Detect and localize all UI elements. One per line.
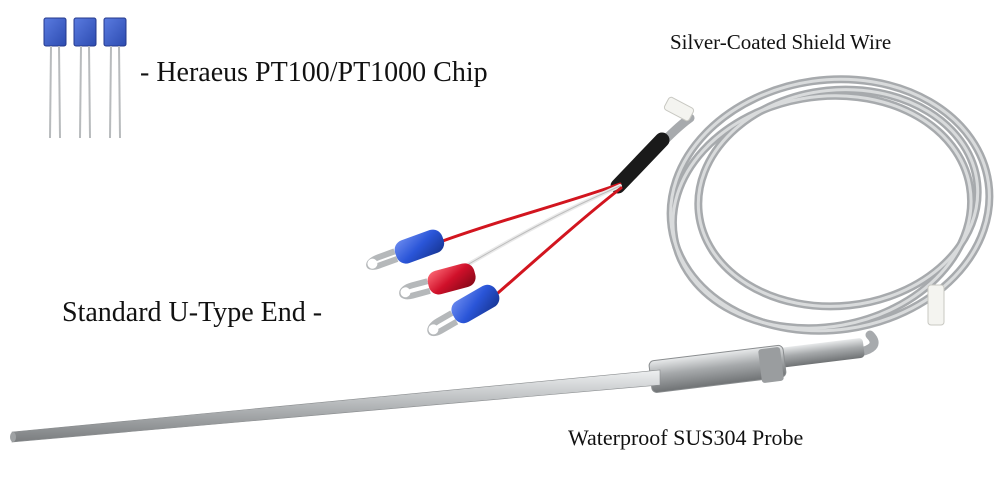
- u-terminal-blue: [427, 284, 500, 337]
- lead-wires: [438, 182, 623, 302]
- pt100-chip-group: [43, 17, 127, 139]
- shield-wire-caption: Silver-Coated Shield Wire: [670, 30, 892, 54]
- cable-tie: [663, 96, 695, 122]
- u-terminal-blue: [366, 229, 445, 270]
- heat-shrink-sleeve: [610, 132, 670, 194]
- u-terminal-red: [399, 263, 476, 300]
- cable-tie: [927, 284, 945, 326]
- probe-caption: Waterproof SUS304 Probe: [568, 425, 804, 450]
- pt100-chip: [73, 17, 97, 139]
- pt100-chip: [103, 17, 127, 139]
- shield-wire-coil: [655, 75, 994, 357]
- sus304-probe: [10, 338, 865, 443]
- chip-caption: - Heraeus PT100/PT1000 Chip: [140, 57, 488, 88]
- u-type-end-caption: Standard U-Type End -: [62, 297, 323, 328]
- pt100-chip: [43, 17, 67, 139]
